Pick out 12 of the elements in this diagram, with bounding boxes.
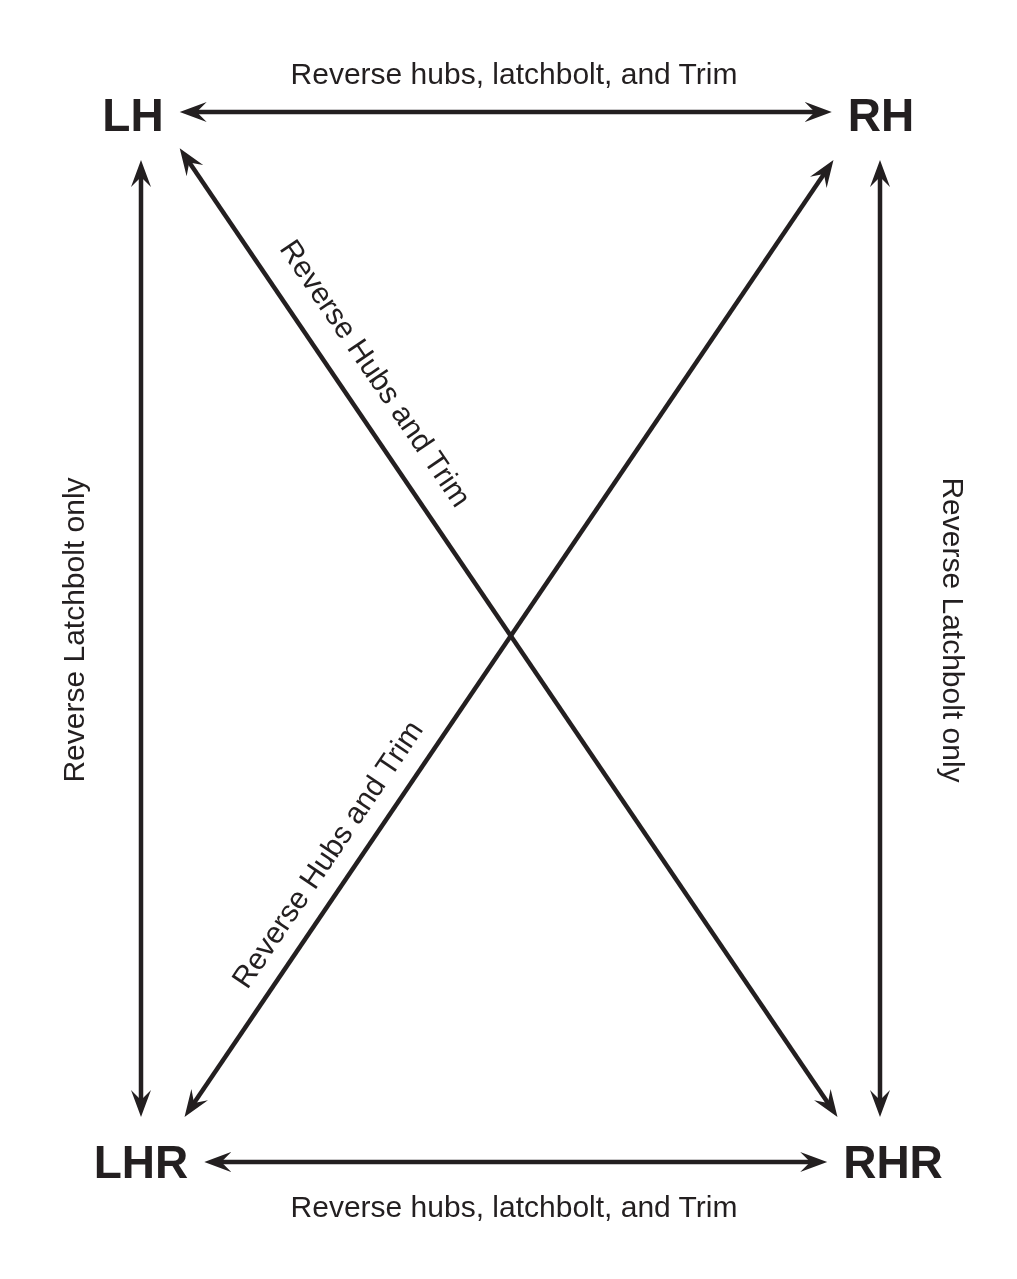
node-label: LHR — [85, 1125, 197, 1199]
node-label: RHR — [835, 1125, 951, 1199]
double-arrow — [131, 160, 151, 1117]
double-arrow — [204, 1152, 828, 1172]
double-arrow — [870, 160, 890, 1117]
edge-label: Reverse hubs, latchbolt, and Trim — [290, 56, 738, 90]
node-label: RH — [839, 78, 923, 152]
edge-label: Reverse hubs, latchbolt, and Trim — [290, 1189, 738, 1223]
node-label: LH — [94, 78, 172, 152]
double-arrow — [179, 102, 832, 122]
edge-label: Reverse Latchbolt only — [936, 477, 970, 783]
edge-label: Reverse Latchbolt only — [56, 477, 90, 783]
